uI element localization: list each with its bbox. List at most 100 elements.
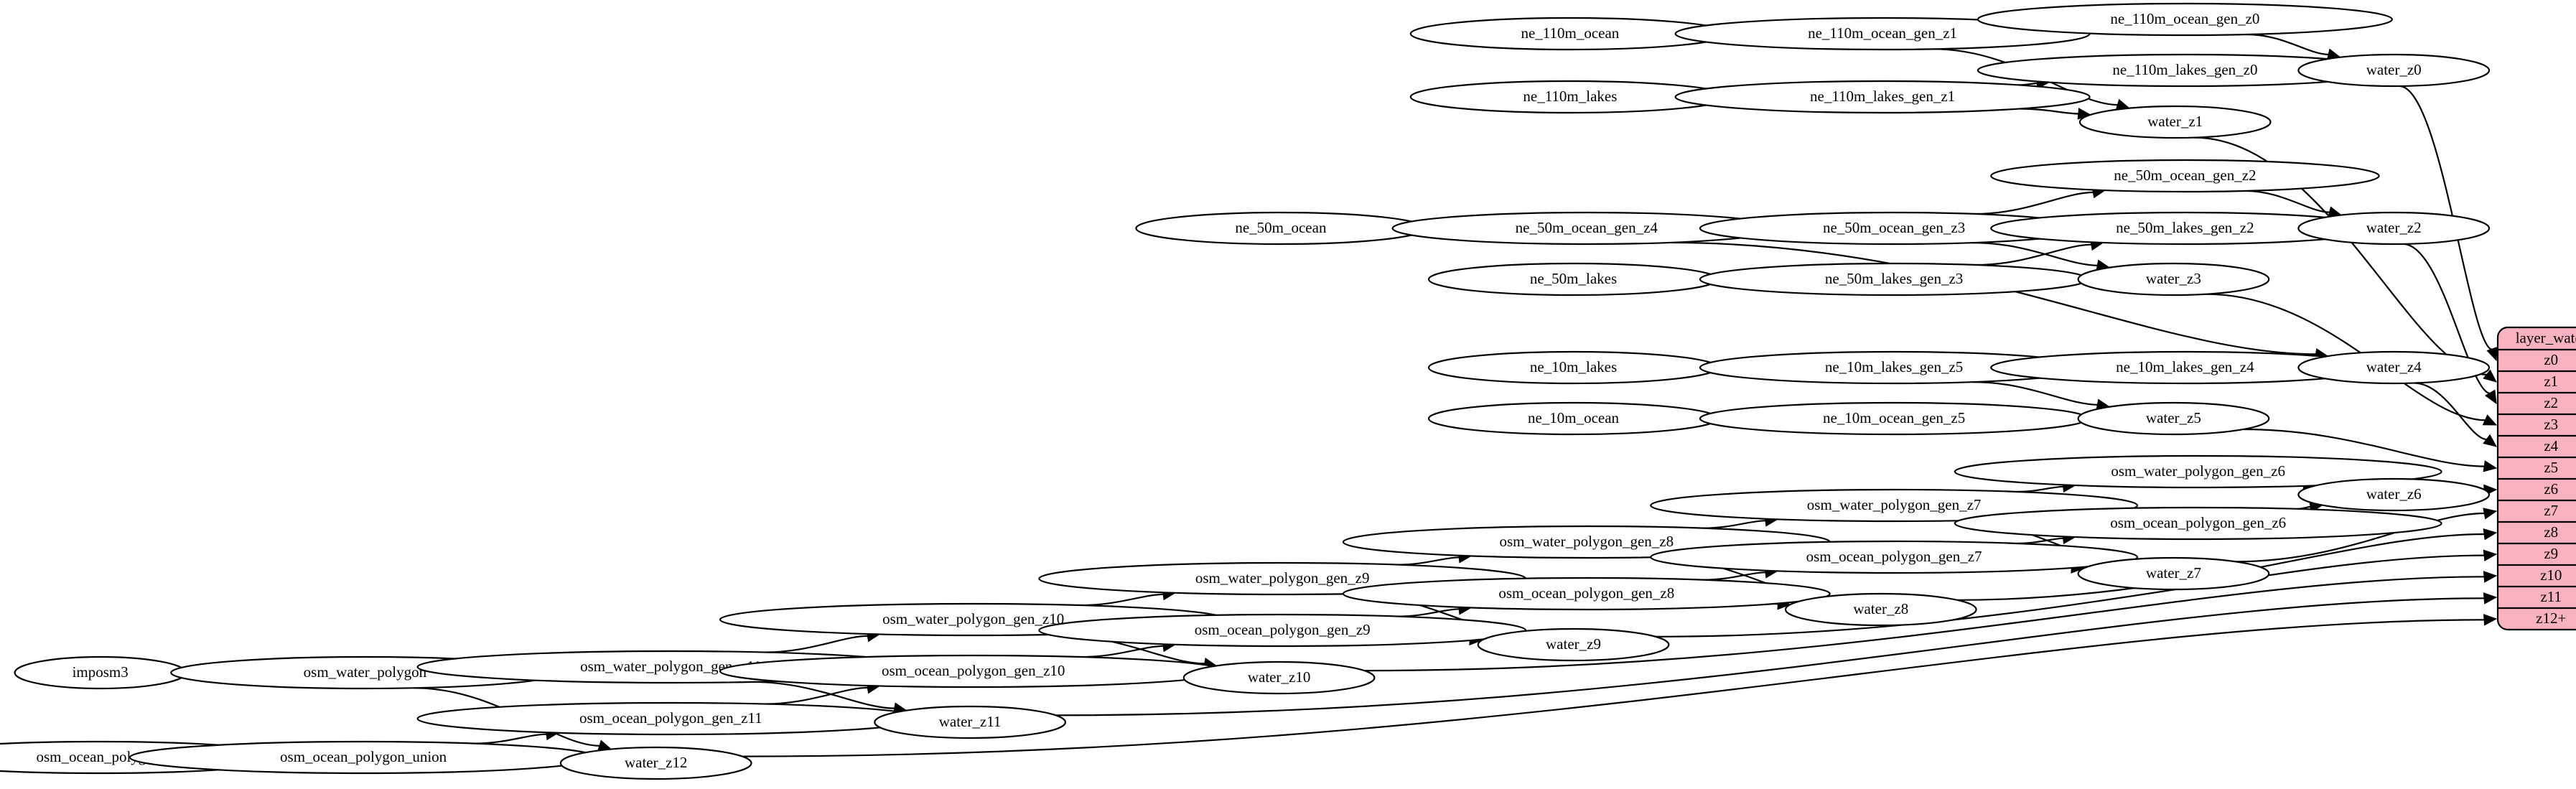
node-shape bbox=[1990, 159, 2380, 193]
node-label: ne_10m_lakes bbox=[1530, 358, 1617, 375]
graph-edge bbox=[1702, 520, 1767, 529]
table-row-z3[interactable]: z3 bbox=[2544, 416, 2558, 433]
graph-edge bbox=[1973, 381, 2099, 406]
graph-edge bbox=[1364, 576, 2486, 672]
node-label: osm_ocean_polygon_union bbox=[280, 748, 447, 765]
graph-node-water_z10[interactable]: water_z10 bbox=[1182, 660, 1376, 695]
table-row-z1[interactable]: z1 bbox=[2544, 373, 2558, 390]
table-row-z6[interactable]: z6 bbox=[2544, 480, 2558, 498]
edge-arrowhead bbox=[2483, 549, 2498, 561]
node-label: ne_50m_lakes_gen_z2 bbox=[2116, 219, 2254, 236]
graph-node-ne_10m_ocean[interactable]: ne_10m_ocean bbox=[1427, 401, 1719, 436]
graph-node-water_z1[interactable]: water_z1 bbox=[2078, 105, 2272, 139]
node-shape bbox=[1784, 592, 1977, 627]
node-shape bbox=[2077, 556, 2270, 591]
graph-node-ne_50m_ocean_gen_z4[interactable]: ne_50m_ocean_gen_z4 bbox=[1391, 211, 1782, 246]
graph-edge bbox=[2235, 512, 2486, 563]
graph-node-water_z0[interactable]: water_z0 bbox=[2297, 53, 2491, 88]
graph-node-osm_ocean_polygon_union[interactable]: osm_ocean_polygon_union bbox=[129, 740, 598, 775]
edges-layer bbox=[129, 21, 2498, 767]
graph-node-osm_ocean_polygon_gen_z11[interactable]: osm_ocean_polygon_gen_z11 bbox=[416, 701, 925, 736]
graph-edge bbox=[1669, 241, 2317, 355]
graph-node-water_z12[interactable]: water_z12 bbox=[559, 746, 752, 780]
node-shape bbox=[2297, 211, 2491, 246]
node-label: ne_10m_ocean bbox=[1528, 409, 1620, 426]
graph-node-water_z8[interactable]: water_z8 bbox=[1784, 592, 1977, 627]
table-row-z4[interactable]: z4 bbox=[2544, 437, 2558, 454]
node-label: water_z4 bbox=[2366, 358, 2422, 375]
edge-arrowhead bbox=[2483, 508, 2498, 520]
node-shape bbox=[2297, 350, 2491, 385]
graph-node-ne_50m_ocean_gen_z3[interactable]: ne_50m_ocean_gen_z3 bbox=[1699, 211, 2089, 246]
graph-node-ne_50m_ocean[interactable]: ne_50m_ocean bbox=[1135, 211, 1427, 246]
graph-node-ne_50m_ocean_gen_z2[interactable]: ne_50m_ocean_gen_z2 bbox=[1990, 159, 2380, 193]
graph-node-osm_ocean_polygon_gen_z7[interactable]: osm_ocean_polygon_gen_z7 bbox=[1650, 540, 2139, 574]
node-label: ne_50m_ocean_gen_z4 bbox=[1516, 219, 1658, 236]
graph-node-imposm3[interactable]: imposm3 bbox=[14, 655, 187, 690]
table-row-z10[interactable]: z10 bbox=[2540, 566, 2562, 584]
graph-node-ne_50m_lakes_gen_z3[interactable]: ne_50m_lakes_gen_z3 bbox=[1699, 262, 2089, 297]
node-label: water_z1 bbox=[2147, 113, 2203, 130]
node-label: osm_water_polygon_gen_z9 bbox=[1195, 569, 1370, 587]
graph-node-water_z9[interactable]: water_z9 bbox=[1477, 627, 1670, 662]
node-label: ne_10m_lakes_gen_z5 bbox=[1825, 358, 1963, 375]
node-label: water_z9 bbox=[1546, 635, 1601, 653]
graph-node-ne_50m_lakes[interactable]: ne_50m_lakes bbox=[1427, 262, 1719, 297]
node-label: ne_50m_ocean bbox=[1235, 219, 1327, 236]
node-shape bbox=[1674, 80, 2091, 114]
graph-node-water_z4[interactable]: water_z4 bbox=[2297, 350, 2491, 385]
graph-node-ne_10m_lakes_gen_z5[interactable]: ne_10m_lakes_gen_z5 bbox=[1699, 350, 2089, 385]
graph-node-water_z11[interactable]: water_z11 bbox=[874, 705, 1066, 739]
table-row-z11[interactable]: z11 bbox=[2540, 588, 2562, 605]
edge-arrowhead bbox=[2483, 614, 2498, 626]
node-label: ne_110m_lakes bbox=[1523, 88, 1617, 105]
graph-node-ne_110m_ocean_gen_z0[interactable]: ne_110m_ocean_gen_z0 bbox=[1977, 2, 2393, 37]
node-label: osm_water_polygon_gen_z8 bbox=[1499, 533, 1674, 550]
table-row-z8[interactable]: z8 bbox=[2544, 523, 2558, 541]
table-row-z9[interactable]: z9 bbox=[2544, 545, 2558, 562]
graph-edge bbox=[1974, 191, 2094, 215]
edge-arrowhead bbox=[2483, 460, 2498, 472]
node-label: ne_10m_ocean_gen_z5 bbox=[1823, 409, 1965, 426]
node-shape bbox=[2077, 401, 2270, 436]
graph-node-ne_10m_ocean_gen_z5[interactable]: ne_10m_ocean_gen_z5 bbox=[1699, 401, 2089, 436]
graph-node-water_z6[interactable]: water_z6 bbox=[2297, 477, 2491, 512]
graph-node-osm_water_polygon_gen_z6[interactable]: osm_water_polygon_gen_z6 bbox=[1954, 454, 2442, 489]
graph-node-water_z7[interactable]: water_z7 bbox=[2077, 556, 2270, 591]
graph-node-ne_110m_ocean[interactable]: ne_110m_ocean bbox=[1409, 17, 1731, 51]
node-label: osm_ocean_polygon_gen_z8 bbox=[1498, 584, 1674, 602]
node-label: osm_ocean_polygon_gen_z11 bbox=[579, 709, 762, 727]
graph-edge bbox=[1081, 593, 1165, 607]
graph-node-osm_ocean_polygon_gen_z9[interactable]: osm_ocean_polygon_gen_z9 bbox=[1038, 613, 1527, 648]
graph-node-ne_110m_lakes_gen_z0[interactable]: ne_110m_lakes_gen_z0 bbox=[1977, 53, 2393, 88]
graph-node-water_z3[interactable]: water_z3 bbox=[2077, 262, 2270, 297]
graph-node-osm_ocean_polygon_gen_z10[interactable]: osm_ocean_polygon_gen_z10 bbox=[719, 654, 1228, 688]
graph-node-ne_110m_lakes_gen_z1[interactable]: ne_110m_lakes_gen_z1 bbox=[1674, 80, 2091, 114]
edge-arrowhead bbox=[2482, 414, 2498, 426]
node-shape bbox=[1182, 660, 1376, 695]
table-row-z7[interactable]: z7 bbox=[2544, 502, 2558, 519]
table-row-z2[interactable]: z2 bbox=[2544, 394, 2558, 411]
graph-node-water_z5[interactable]: water_z5 bbox=[2077, 401, 2270, 436]
graph-node-ne_50m_lakes_gen_z2[interactable]: ne_50m_lakes_gen_z2 bbox=[1990, 211, 2380, 246]
graph-edge bbox=[2403, 243, 2491, 395]
graph-node-water_z2[interactable]: water_z2 bbox=[2297, 211, 2491, 246]
graph-node-ne_110m_lakes[interactable]: ne_110m_lakes bbox=[1409, 80, 1731, 114]
node-label: ne_110m_lakes_gen_z0 bbox=[2112, 61, 2257, 78]
graph-node-ne_10m_lakes[interactable]: ne_10m_lakes bbox=[1427, 350, 1719, 385]
table-row-z12+[interactable]: z12+ bbox=[2536, 610, 2566, 627]
node-label: water_z8 bbox=[1853, 600, 1908, 617]
edge-arrowhead bbox=[2483, 369, 2497, 383]
layer-water-table-node[interactable]: layer_waterz0z1z2z3z4z5z6z7z8z9z10z11z12… bbox=[2496, 326, 2576, 631]
node-shape bbox=[1977, 2, 2393, 37]
node-label: osm_ocean_polygon_gen_z6 bbox=[2110, 514, 2286, 531]
node-label: osm_ocean_polygon_gen_z7 bbox=[1806, 548, 1982, 565]
graph-edge bbox=[1081, 645, 1165, 658]
node-label: osm_water_polygon bbox=[304, 663, 427, 681]
table-row-z5[interactable]: z5 bbox=[2544, 459, 2558, 476]
graph-node-osm_ocean_polygon_gen_z8[interactable]: osm_ocean_polygon_gen_z8 bbox=[1342, 576, 1831, 611]
graph-node-osm_ocean_polygon_gen_z6[interactable]: osm_ocean_polygon_gen_z6 bbox=[1954, 506, 2442, 541]
edge-arrowhead bbox=[2486, 346, 2498, 362]
graph-node-ne_110m_ocean_gen_z1[interactable]: ne_110m_ocean_gen_z1 bbox=[1674, 17, 2091, 51]
table-row-z0[interactable]: z0 bbox=[2544, 351, 2558, 368]
